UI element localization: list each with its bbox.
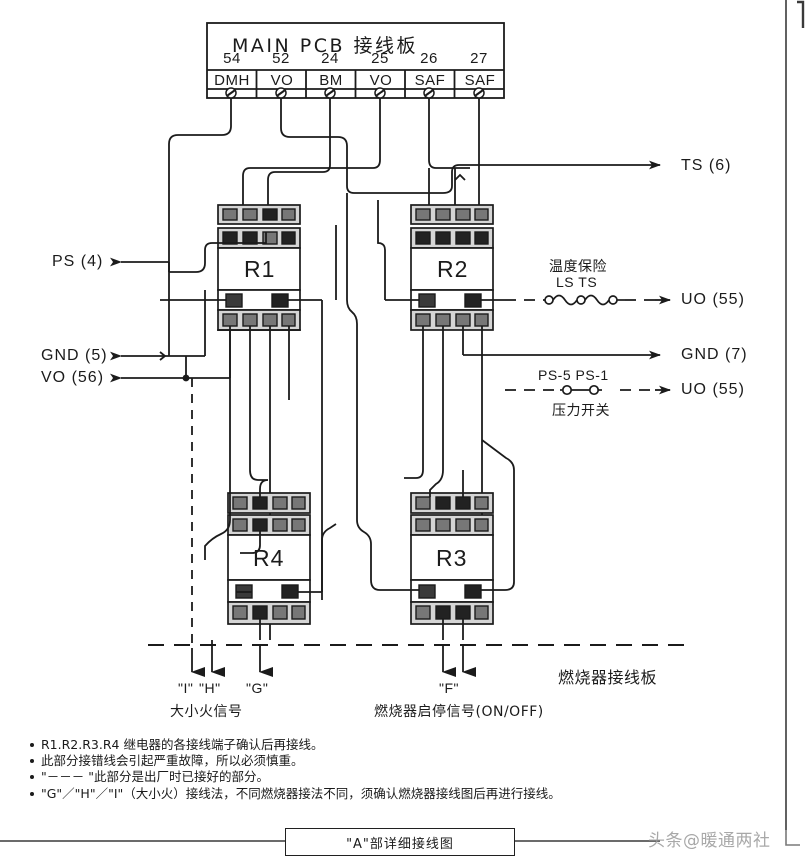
pressure-switch-tags: PS-5 PS-1 bbox=[538, 367, 609, 383]
relay-r3-pins bbox=[415, 496, 489, 620]
relay-r2 bbox=[410, 204, 494, 331]
bottom-arrows bbox=[191, 640, 476, 677]
pcb-terminal-name-5: SAF bbox=[464, 72, 496, 89]
input-label-vo56: VO (56) bbox=[41, 369, 105, 386]
left-input-bus bbox=[110, 257, 231, 383]
input-label-gnd5: GND (5) bbox=[41, 347, 108, 364]
field-terminal-G: "G" bbox=[246, 680, 269, 696]
field-terminal-F: "F" bbox=[439, 680, 459, 696]
relay-label-r3: R3 bbox=[436, 545, 468, 571]
bullet-icon bbox=[30, 743, 34, 747]
page-border bbox=[785, 0, 805, 846]
relay-label-r2: R2 bbox=[437, 256, 469, 282]
pcb-terminal-screws bbox=[225, 87, 485, 99]
burner-terminal-board-label: 燃烧器接线板 bbox=[558, 668, 658, 687]
pcb-title: MAIN PCB 接线板 bbox=[232, 35, 419, 57]
pcb-terminal-name-3: VO bbox=[369, 72, 393, 89]
bullet-icon bbox=[30, 759, 34, 764]
pcb-terminal-name-1: VO bbox=[270, 72, 294, 89]
main-pcb-box bbox=[206, 22, 505, 99]
factory-wired-dashed bbox=[505, 299, 655, 391]
relay-label-r1: R1 bbox=[244, 256, 276, 282]
relay-r2-wires bbox=[385, 299, 661, 520]
note-item: "G"／"H"／"I"（大小火）接线法，不同燃烧器接法不同，须确认燃烧器接线图后… bbox=[30, 786, 630, 802]
field-terminal-H: "H" bbox=[199, 680, 221, 696]
relay-r2-pins bbox=[415, 208, 489, 327]
notes-list: R1.R2.R3.R4 继电器的各接线端子确认后再接线。 此部分接错线会引起严重… bbox=[30, 737, 630, 802]
pcb-terminal-name-2: BM bbox=[319, 72, 343, 89]
field-group-b-caption: 燃烧器启停信号(ON/OFF) bbox=[374, 704, 544, 720]
note-text: "G"／"H"／"I"（大小火）接线法，不同燃烧器接法不同，须确认燃烧器接线图后… bbox=[41, 785, 561, 801]
note-item: R1.R2.R3.R4 继电器的各接线端子确认后再接线。 bbox=[30, 737, 630, 753]
output-label-uo55-b: UO (55) bbox=[681, 381, 745, 398]
relay-r4-pins bbox=[232, 496, 306, 620]
input-label-ps4: PS (4) bbox=[52, 253, 104, 270]
note-text: 此部分接错线会引起严重故障，所以必须慎重。 bbox=[41, 753, 304, 769]
pcb-terminal-number-0: 54 bbox=[223, 50, 241, 67]
pcb-terminal-number-3: 25 bbox=[371, 50, 389, 67]
bullet-icon bbox=[30, 791, 34, 796]
relay-r3-wires bbox=[356, 439, 515, 640]
pcb-terminal-number-4: 26 bbox=[420, 50, 438, 67]
relay-r4-wires bbox=[204, 430, 337, 640]
upper-wire-network bbox=[242, 159, 661, 205]
output-label-gnd7: GND (7) bbox=[681, 346, 748, 363]
temp-fuse-tags: LS TS bbox=[556, 274, 598, 290]
pcb-terminal-name-4: SAF bbox=[414, 72, 446, 89]
pcb-terminal-number-2: 24 bbox=[321, 50, 339, 67]
pcb-terminal-number-1: 52 bbox=[272, 50, 290, 67]
temp-fuse-symbol bbox=[544, 294, 625, 306]
temp-fuse-caption: 温度保险 bbox=[549, 259, 607, 275]
pressure-switch-symbol bbox=[560, 384, 602, 396]
note-text: "－－－ "此部分是出厂时已接好的部分。 bbox=[41, 769, 269, 785]
note-item: "－－－ "此部分是出厂时已接好的部分。 bbox=[30, 769, 630, 785]
field-terminal-I: "I" bbox=[178, 680, 194, 696]
note-item: 此部分接错线会引起严重故障，所以必须慎重。 bbox=[30, 753, 630, 769]
output-label-uo55-a: UO (55) bbox=[681, 291, 745, 308]
drawing-title-box: "A"部详细接线图 bbox=[285, 828, 515, 856]
middle-vertical-wires bbox=[321, 193, 386, 600]
note-text: R1.R2.R3.R4 继电器的各接线端子确认后再接线。 bbox=[41, 737, 324, 752]
relay-label-r4: R4 bbox=[253, 545, 285, 571]
bullet-icon bbox=[30, 775, 34, 780]
pcb-terminal-number-5: 27 bbox=[470, 50, 488, 67]
pressure-switch-caption: 压力开关 bbox=[552, 403, 610, 419]
pcb-wires bbox=[168, 98, 480, 272]
pcb-terminal-name-0: DMH bbox=[214, 72, 250, 89]
field-group-a-caption: 大小火信号 bbox=[170, 704, 243, 720]
watermark: 头条@暖通两社 bbox=[648, 831, 771, 851]
output-label-ts6: TS (6) bbox=[681, 157, 732, 174]
